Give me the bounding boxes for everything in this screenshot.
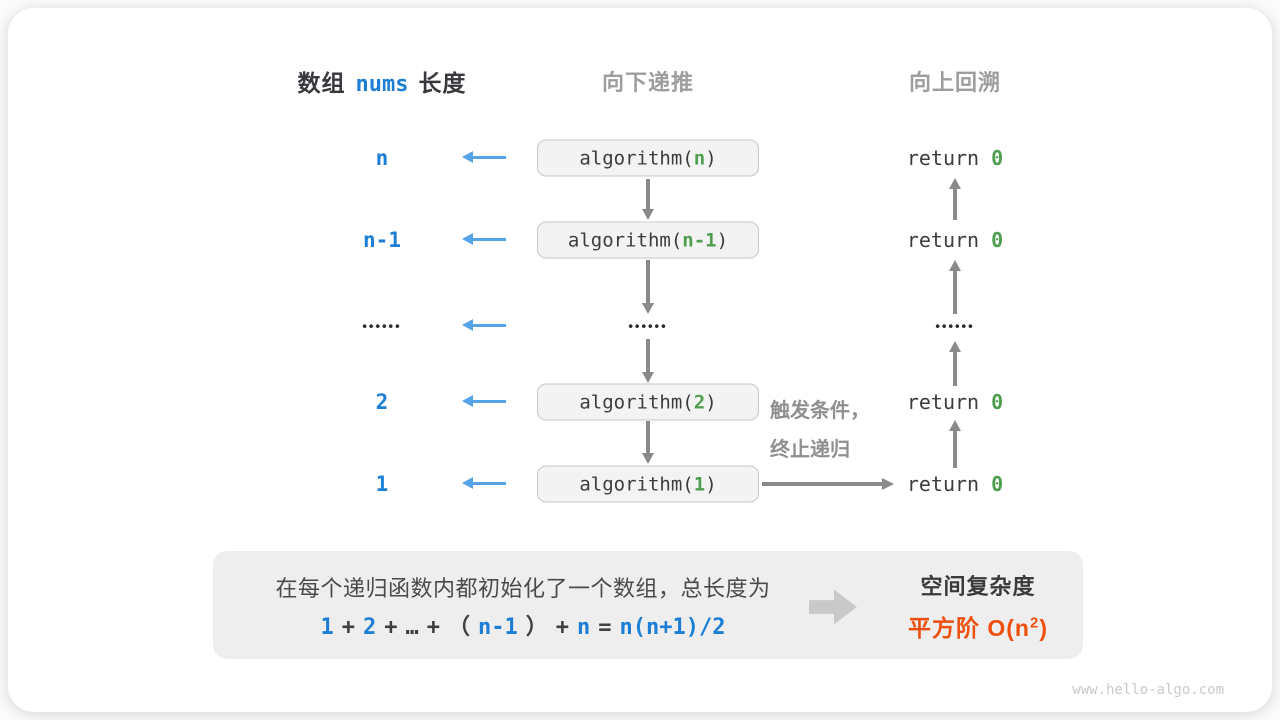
- length-label-n-1: n-1: [363, 228, 401, 252]
- up-arrow-icon: [953, 188, 957, 220]
- complexity-title: 空间复杂度: [920, 574, 1036, 599]
- site-watermark: www.hello-algo.com: [1072, 682, 1224, 698]
- summary-panel: 在每个递归函数内都初始化了一个数组，总长度为 1 +2 + … + （ n-1 ） + n = n(n…: [213, 551, 1083, 659]
- formula-operator: +: [426, 615, 440, 640]
- right-arrow-icon: [762, 482, 883, 486]
- return-keyword: return: [906, 146, 980, 170]
- formula-operator: +: [384, 615, 398, 640]
- length-label-2: 2: [375, 390, 389, 414]
- termination-annotation-line2: 终止递归: [770, 439, 850, 461]
- formula-operator: +: [341, 615, 355, 640]
- formula-result: n(n+1)/2: [619, 615, 726, 640]
- call-param: n-1: [682, 229, 717, 251]
- length-label-1: 1: [375, 472, 389, 496]
- call-box-algorithm-n-1: algorithm(n-1): [537, 221, 759, 259]
- length-label-n: n: [375, 146, 389, 170]
- down-arrow-icon: [646, 421, 650, 454]
- down-arrow-icon: [646, 179, 650, 210]
- call-box-algorithm-1: algorithm(1): [537, 465, 759, 503]
- return-statement: return 0: [907, 228, 1003, 252]
- left-arrow-icon: [462, 233, 506, 245]
- left-arrow-icon: [462, 395, 506, 407]
- formula-equals: =: [598, 615, 612, 640]
- call-text: algorithm(: [579, 147, 694, 169]
- complexity-expression: 平方阶 O(n: [907, 615, 1030, 641]
- complexity-result: 空间复杂度 平方阶 O(n2): [863, 551, 1093, 659]
- formula-paren: （: [448, 615, 471, 640]
- return-statement: return 0: [907, 390, 1003, 414]
- summary-text: 在每个递归函数内都初始化了一个数组，总长度为: [275, 576, 771, 601]
- return-keyword: return: [906, 472, 980, 496]
- column-header-backtrack-up: 向上回溯: [908, 70, 1002, 95]
- left-arrow-icon: [462, 477, 506, 489]
- formula-term: n-1: [478, 615, 518, 640]
- complexity-value: 平方阶 O(n2): [863, 609, 1093, 643]
- length-label-ellipsis: ••••••: [362, 318, 402, 334]
- call-text: algorithm(: [579, 473, 694, 495]
- header-length-label: 长度: [418, 70, 467, 96]
- call-box-algorithm-2: algorithm(2): [537, 383, 759, 421]
- complexity-exponent: 2: [1029, 614, 1040, 632]
- diagram-card: 数组 nums 长度 向下递推 向上回溯 n n-1 •••••• 2 1 algo…: [8, 8, 1272, 712]
- call-param: n: [693, 147, 706, 169]
- call-text: algorithm(: [567, 229, 683, 251]
- column-header-array-length: 数组 nums 长度: [298, 64, 467, 98]
- up-arrow-icon: [953, 351, 957, 386]
- return-keyword: return: [906, 228, 980, 252]
- left-arrow-icon: [462, 151, 506, 163]
- call-box-algorithm-n: algorithm(n): [537, 139, 759, 177]
- down-arrow-icon: [646, 339, 650, 373]
- formula-operator: +: [555, 615, 570, 640]
- formula-term: 2: [363, 615, 377, 640]
- header-nums-code: nums: [355, 72, 409, 97]
- call-text: ): [705, 147, 717, 169]
- return-value: 0: [991, 472, 1004, 496]
- termination-annotation: 触发条件， 终止递归: [770, 392, 870, 470]
- up-arrow-icon: [953, 270, 957, 314]
- complexity-close-paren: ): [1039, 615, 1048, 641]
- call-text: ): [705, 473, 717, 495]
- formula-paren: ）: [525, 615, 548, 640]
- return-value: 0: [991, 390, 1004, 414]
- call-text: ): [716, 229, 729, 251]
- call-text: algorithm(: [579, 391, 694, 413]
- up-arrow-icon: [953, 430, 957, 468]
- call-param: 1: [693, 473, 706, 495]
- return-value: 0: [991, 146, 1004, 170]
- call-param: 2: [693, 391, 706, 413]
- call-text: ): [705, 391, 717, 413]
- return-value: 0: [991, 228, 1004, 252]
- header-array-label: 数组: [297, 70, 346, 96]
- summary-formula: 1 +2 + … + （ n-1 ） + n = n(n+1)/2: [213, 609, 833, 641]
- return-ellipsis: ••••••: [935, 318, 975, 334]
- formula-ellipsis: …: [405, 615, 419, 640]
- return-statement: return 0: [907, 146, 1003, 170]
- formula-term: 1: [320, 615, 334, 640]
- termination-annotation-line1: 触发条件，: [770, 400, 870, 422]
- return-statement: return 0: [907, 472, 1003, 496]
- call-stack-ellipsis: ••••••: [628, 318, 668, 334]
- down-arrow-icon: [646, 260, 650, 304]
- formula-term: n: [577, 615, 591, 640]
- return-keyword: return: [906, 390, 980, 414]
- left-arrow-icon: [462, 319, 506, 331]
- column-header-recurse-down: 向下递推: [601, 70, 695, 95]
